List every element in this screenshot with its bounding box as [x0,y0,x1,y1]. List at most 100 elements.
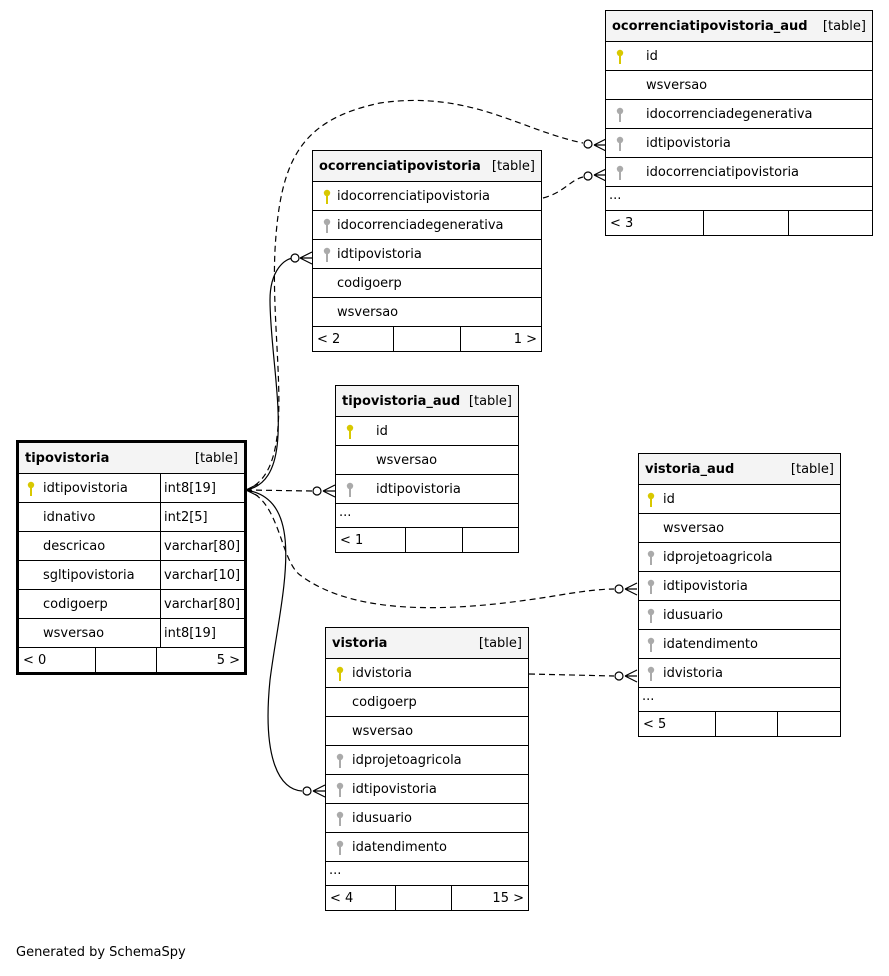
column-name: idprojetoagricola [663,549,773,565]
table-type: [table] [478,635,522,651]
primary-key-icon [616,49,624,64]
foreign-key-icon [336,782,344,797]
column-type: varchar[80] [160,590,244,618]
primary-key-icon [336,666,344,681]
parents-count[interactable]: < 0 [19,648,96,672]
edge-crowfoot [322,484,336,498]
parents-count[interactable]: < 4 [326,886,396,910]
column-row[interactable]: idprojetoagricola [639,543,840,572]
children-count [789,211,872,235]
more-columns[interactable]: ... [326,862,528,886]
column-row[interactable]: id [336,417,518,446]
column-type: varchar[10] [160,561,244,589]
table-type: [table] [822,18,866,34]
children-count[interactable]: 15 > [492,890,524,906]
column-row[interactable]: codigoerp [313,269,541,298]
edge-vistoria-vistoria-aud [528,673,615,677]
column-row[interactable]: idtipovistoria [313,240,541,269]
column-type: int8[19] [160,474,244,502]
column-row[interactable]: idtipovistoria [326,775,528,804]
edge-tipovistoria-vistoria-aud [245,489,615,609]
column-row[interactable]: idatendimento [639,630,840,659]
column-row[interactable]: id [639,485,840,514]
column-row[interactable]: wsversao int8[19] [19,619,244,648]
column-row[interactable]: wsversao [326,717,528,746]
column-name: idprojetoagricola [352,752,462,768]
column-row[interactable]: wsversao [336,446,518,475]
primary-key-icon [323,189,331,204]
column-row[interactable]: idtipovistoria int8[19] [19,474,244,503]
table-footer: < 0 5 > [19,648,244,672]
table-vistoria[interactable]: vistoria [table] idvistoria codigoerp ws… [325,627,529,911]
table-ocorrenciatipovistoria-aud[interactable]: ocorrenciatipovistoria_aud [table] id ws… [605,10,873,236]
column-row[interactable]: idtipovistoria [606,129,872,158]
foreign-key-icon [346,482,354,497]
parents-count[interactable]: < 3 [606,211,704,235]
table-tipovistoria-aud[interactable]: tipovistoria_aud [table] id wsversao idt… [335,385,519,553]
foreign-key-icon [647,550,655,565]
table-footer: < 1 [336,528,518,552]
more-columns[interactable]: ... [606,187,872,211]
children-count[interactable]: 1 > [513,331,537,347]
edge-crowfoot [624,582,638,596]
parents-count[interactable]: < 2 [313,327,394,351]
edge-crowfoot [593,138,607,152]
column-row[interactable]: id [606,42,872,71]
column-row[interactable]: idtipovistoria [336,475,518,504]
column-row[interactable]: idatendimento [326,833,528,862]
column-row[interactable]: wsversao [313,298,541,327]
footer-middle [396,886,452,910]
children-count [463,528,518,552]
table-name: tipovistoria [25,450,110,466]
table-name: ocorrenciatipovistoria_aud [612,18,808,34]
column-row[interactable]: idnativo int2[5] [19,503,244,532]
foreign-key-icon [647,666,655,681]
more-columns[interactable]: ... [336,504,518,528]
edge-optional-circle [302,786,312,796]
table-footer: < 3 [606,211,872,235]
column-name: idocorrenciadegenerativa [646,106,813,122]
column-row[interactable]: descricao varchar[80] [19,532,244,561]
column-name: wsversao [43,625,105,641]
column-name: idtipovistoria [352,781,437,797]
column-name: wsversao [663,520,725,536]
column-name: wsversao [337,304,399,320]
column-row[interactable]: idocorrenciatipovistoria [606,158,872,187]
column-row[interactable]: idusuario [326,804,528,833]
table-ocorrenciatipovistoria[interactable]: ocorrenciatipovistoria [table] idocorren… [312,150,542,352]
table-header: vistoria_aud [table] [639,454,840,485]
children-count[interactable]: 5 > [216,652,240,668]
column-row[interactable]: wsversao [606,71,872,100]
parents-count[interactable]: < 5 [639,712,716,736]
table-tipovistoria[interactable]: tipovistoria [table] idtipovistoria int8… [16,440,247,675]
table-header: tipovistoria_aud [table] [336,386,518,417]
parents-count[interactable]: < 1 [336,528,406,552]
table-name: ocorrenciatipovistoria [319,158,481,174]
column-name: codigoerp [352,694,417,710]
foreign-key-icon [647,608,655,623]
column-name: idtipovistoria [646,135,731,151]
column-row[interactable]: idprojetoagricola [326,746,528,775]
column-name: idusuario [352,810,412,826]
table-vistoria-aud[interactable]: vistoria_aud [table] id wsversao idproje… [638,453,841,737]
column-name: idatendimento [352,839,447,855]
edge-optional-circle [614,671,624,681]
column-row[interactable]: idvistoria [639,659,840,688]
column-row[interactable]: sgltipovistoria varchar[10] [19,561,244,590]
column-row[interactable]: idusuario [639,601,840,630]
column-row[interactable]: idocorrenciatipovistoria [313,182,541,211]
footer-middle [704,211,789,235]
column-row[interactable]: wsversao [639,514,840,543]
foreign-key-icon [336,840,344,855]
column-row[interactable]: idocorrenciadegenerativa [606,100,872,129]
column-row[interactable]: codigoerp varchar[80] [19,590,244,619]
edge-crowfoot [299,251,313,265]
column-row[interactable]: codigoerp [326,688,528,717]
column-name: idatendimento [663,636,758,652]
column-row[interactable]: idtipovistoria [639,572,840,601]
foreign-key-icon [336,753,344,768]
table-header: vistoria [table] [326,628,528,659]
column-row[interactable]: idocorrenciadegenerativa [313,211,541,240]
column-row[interactable]: idvistoria [326,659,528,688]
more-columns[interactable]: ... [639,688,840,712]
